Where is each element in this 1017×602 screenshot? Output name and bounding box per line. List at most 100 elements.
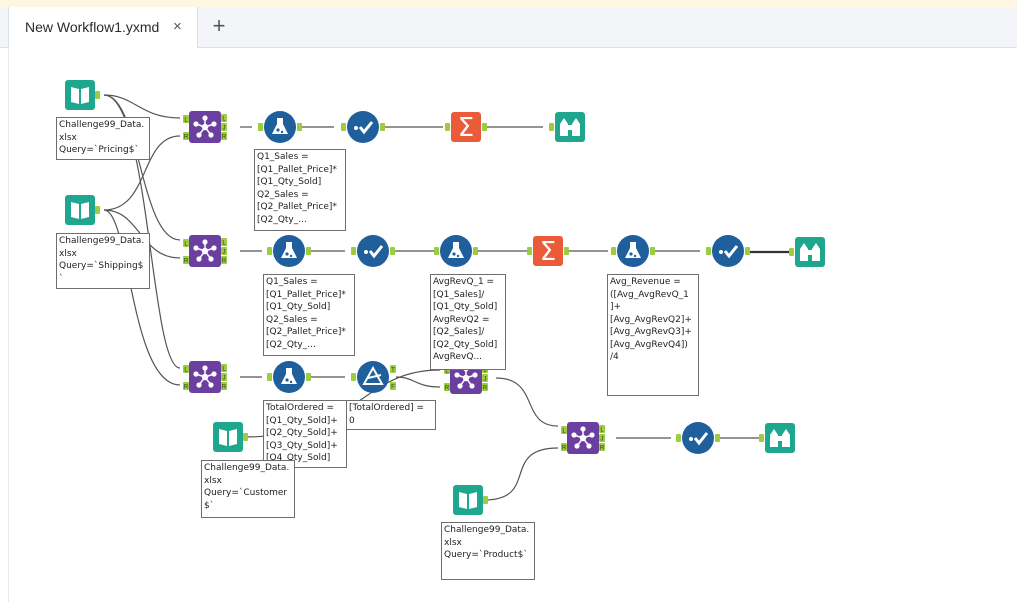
anchor-tab[interactable] — [599, 443, 605, 451]
anchor-tab[interactable] — [676, 434, 681, 442]
connector-line — [103, 135, 181, 211]
anchor-tab[interactable] — [482, 123, 487, 131]
browse-tool-row2[interactable] — [789, 237, 825, 267]
input-tool-customer[interactable] — [213, 422, 248, 452]
anchor-tab[interactable] — [390, 247, 395, 255]
anchor-tab[interactable] — [221, 382, 227, 390]
new-tab-button[interactable]: + — [212, 13, 226, 38]
select-tool-row2-final[interactable] — [706, 235, 750, 267]
anchor-tab[interactable] — [789, 248, 794, 256]
book-icon — [65, 80, 95, 110]
anchor-tab[interactable] — [706, 247, 711, 255]
workflow-canvas[interactable] — [8, 48, 1017, 602]
anchor-tab[interactable] — [267, 247, 272, 255]
anchor-tab[interactable] — [599, 434, 605, 442]
anchor-tab[interactable] — [221, 123, 227, 131]
anchor-tab[interactable] — [390, 365, 396, 373]
anchor-label: J — [601, 437, 604, 443]
annotation-input-pricing: Challenge99_Data. xlsx Query=`Pricing$` — [56, 117, 150, 160]
anchor-tab[interactable] — [561, 426, 567, 434]
anchor-tab[interactable] — [221, 256, 227, 264]
anchor-tab[interactable] — [715, 434, 720, 442]
anchor-tab[interactable] — [221, 247, 227, 255]
sigma-icon — [533, 236, 563, 266]
formula-tool-totalordered[interactable] — [267, 361, 311, 393]
anchor-tab[interactable] — [561, 443, 567, 451]
anchor-tab[interactable] — [445, 123, 450, 131]
anchor-tab[interactable] — [473, 247, 478, 255]
anchor-tab[interactable] — [745, 247, 750, 255]
anchor-tab[interactable] — [221, 238, 227, 246]
anchor-label: L — [600, 428, 604, 434]
anchor-tab[interactable] — [221, 373, 227, 381]
anchor-tab[interactable] — [258, 123, 263, 131]
select-tool-row1[interactable] — [341, 111, 385, 143]
anchor-tab[interactable] — [380, 123, 385, 131]
anchor-tab[interactable] — [95, 206, 100, 214]
anchor-tab[interactable] — [650, 247, 655, 255]
anchor-tab[interactable] — [611, 247, 616, 255]
select-tool-join5[interactable] — [676, 422, 720, 454]
select-tool-row2[interactable] — [351, 235, 395, 267]
input-tool-shipping[interactable] — [65, 195, 100, 225]
anchor-label: J — [223, 376, 226, 382]
summarize-tool-row2[interactable]: Σ — [527, 236, 569, 267]
anchor-tab[interactable] — [390, 382, 396, 390]
summarize-tool-row1[interactable]: Σ — [445, 112, 487, 143]
anchor-tab[interactable] — [351, 247, 356, 255]
input-tool-product[interactable] — [453, 485, 488, 515]
tab-workflow[interactable]: New Workflow1.yxmd × — [8, 7, 198, 48]
anchor-tab[interactable] — [527, 247, 532, 255]
annotation-formula-avg-revenue: Avg_Revenue = ([Avg_AvgRevQ_1 ]+ [Avg_Av… — [607, 274, 699, 396]
formula-tool-avg-revenue[interactable] — [611, 235, 655, 267]
annotation-formula-avgrev: AvgRevQ_1 = [Q1_Sales]/ [Q1_Qty_Sold] Av… — [430, 274, 506, 370]
formula-tool-row1[interactable] — [258, 111, 302, 143]
anchor-tab[interactable] — [267, 373, 272, 381]
anchor-tab[interactable] — [759, 434, 764, 442]
anchor-tab[interactable] — [483, 496, 488, 504]
anchor-tab[interactable] — [221, 364, 227, 372]
anchor-tab[interactable] — [243, 433, 248, 441]
anchor-tab[interactable] — [549, 123, 554, 131]
input-tool-pricing[interactable] — [65, 80, 100, 110]
anchor-tab[interactable] — [482, 383, 488, 391]
close-icon[interactable]: × — [173, 18, 182, 35]
anchor-tab[interactable] — [306, 373, 311, 381]
anchor-tab[interactable] — [183, 382, 189, 390]
anchor-label: R — [184, 135, 189, 141]
anchor-tab[interactable] — [95, 91, 100, 99]
anchor-tab[interactable] — [183, 256, 189, 264]
anchor-tab[interactable] — [444, 383, 450, 391]
anchor-tab[interactable] — [599, 425, 605, 433]
anchor-tab[interactable] — [183, 365, 189, 373]
anchor-tab[interactable] — [183, 132, 189, 140]
svg-text:Σ: Σ — [458, 113, 474, 143]
anchor-tab[interactable] — [564, 247, 569, 255]
anchor-tab[interactable] — [482, 374, 488, 382]
anchor-tab[interactable] — [221, 132, 227, 140]
checkmark-icon — [347, 111, 379, 143]
book-icon — [213, 422, 243, 452]
anchor-tab[interactable] — [183, 115, 189, 123]
annotation-input-customer: Challenge99_Data. xlsx Query=`Customer $… — [201, 460, 295, 518]
anchor-tab[interactable] — [221, 114, 227, 122]
connector-line — [103, 94, 181, 119]
browse-tool-join5[interactable] — [759, 423, 795, 453]
filter-tool[interactable]: TF — [351, 361, 396, 393]
formula-tool-avgrev[interactable] — [434, 235, 478, 267]
anchor-tab[interactable] — [183, 239, 189, 247]
anchor-tab[interactable] — [434, 247, 439, 255]
anchor-tab[interactable] — [351, 373, 356, 381]
anchor-tab[interactable] — [297, 123, 302, 131]
anchor-tab[interactable] — [306, 247, 311, 255]
anchor-tab[interactable] — [341, 123, 346, 131]
browse-tool-row1[interactable] — [549, 112, 585, 142]
formula-tool-row2[interactable] — [267, 235, 311, 267]
anchor-label: R — [184, 259, 189, 265]
book-icon — [453, 485, 483, 515]
